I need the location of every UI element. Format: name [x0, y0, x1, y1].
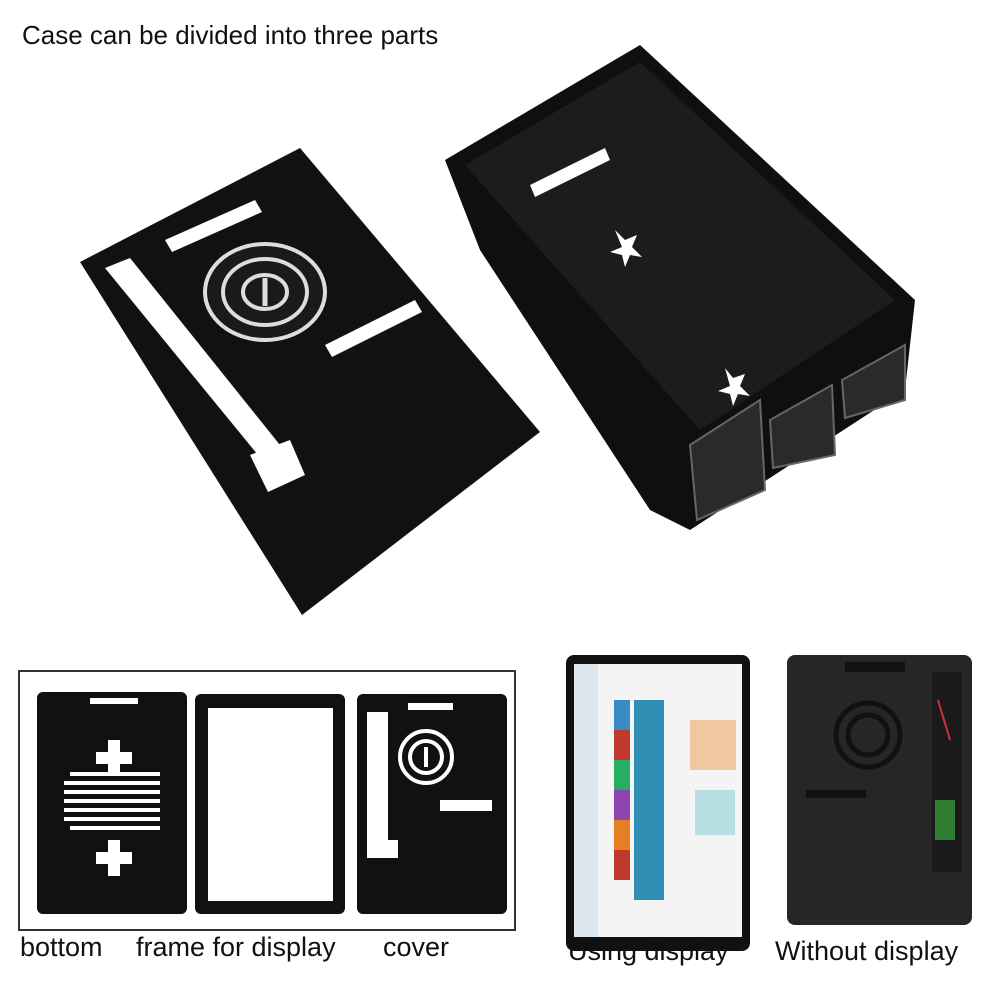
label-without-display: Without display — [775, 936, 959, 966]
label-using-display: Using display — [568, 936, 729, 966]
headline: Case can be divided into three parts — [22, 20, 439, 50]
cover-piece — [357, 694, 507, 914]
cover-plate-photo — [80, 148, 540, 615]
bottom-piece — [37, 692, 187, 914]
frame-piece — [195, 694, 345, 914]
label-frame: frame for display — [136, 932, 336, 962]
label-bottom: bottom — [20, 932, 103, 962]
case-with-display-photo — [566, 655, 750, 951]
label-cover: cover — [383, 932, 450, 962]
parts-panel-border — [18, 670, 516, 931]
case-body-photo — [445, 45, 915, 530]
case-without-display-photo — [787, 655, 972, 925]
